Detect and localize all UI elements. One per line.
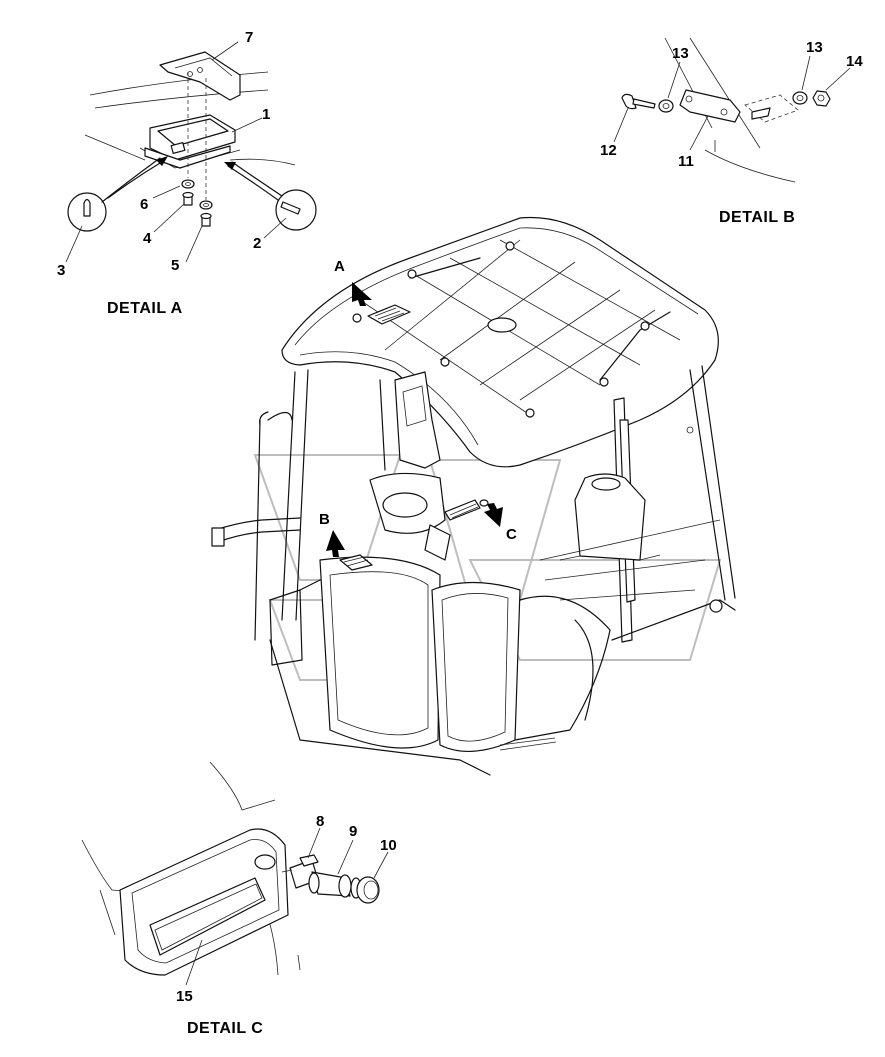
- callout-14: 14: [846, 53, 863, 70]
- callout-7: 7: [245, 29, 253, 46]
- callout-11: 11: [678, 153, 694, 170]
- detail-c-caption: DETAIL C: [187, 1020, 263, 1037]
- detail-b-drawing: [613, 37, 851, 183]
- detail-a-caption: DETAIL A: [107, 300, 183, 317]
- callout-9: 9: [349, 823, 357, 840]
- view-marker-c: C: [506, 526, 517, 543]
- callout-13-right: 13: [806, 39, 823, 56]
- callout-8: 8: [316, 813, 324, 830]
- labels: 7 1 6 4 5 2 3 DETAIL A 13 13 14 12 11 DE…: [57, 29, 863, 1037]
- callout-12: 12: [600, 142, 617, 159]
- view-marker-a: A: [334, 258, 345, 275]
- cab-main-drawing: [211, 216, 736, 776]
- callout-5: 5: [171, 257, 179, 274]
- callout-10: 10: [380, 837, 397, 854]
- callout-13-left: 13: [672, 45, 689, 62]
- detail-c-drawing: [81, 761, 389, 986]
- callout-4: 4: [143, 230, 152, 247]
- callout-2: 2: [253, 235, 261, 252]
- callout-3: 3: [57, 262, 65, 279]
- callout-1: 1: [262, 106, 270, 123]
- detail-b-caption: DETAIL B: [719, 209, 795, 226]
- callout-6: 6: [140, 196, 148, 213]
- view-marker-b: B: [319, 511, 330, 528]
- callout-15: 15: [176, 988, 193, 1005]
- detail-a-drawing: [65, 41, 317, 263]
